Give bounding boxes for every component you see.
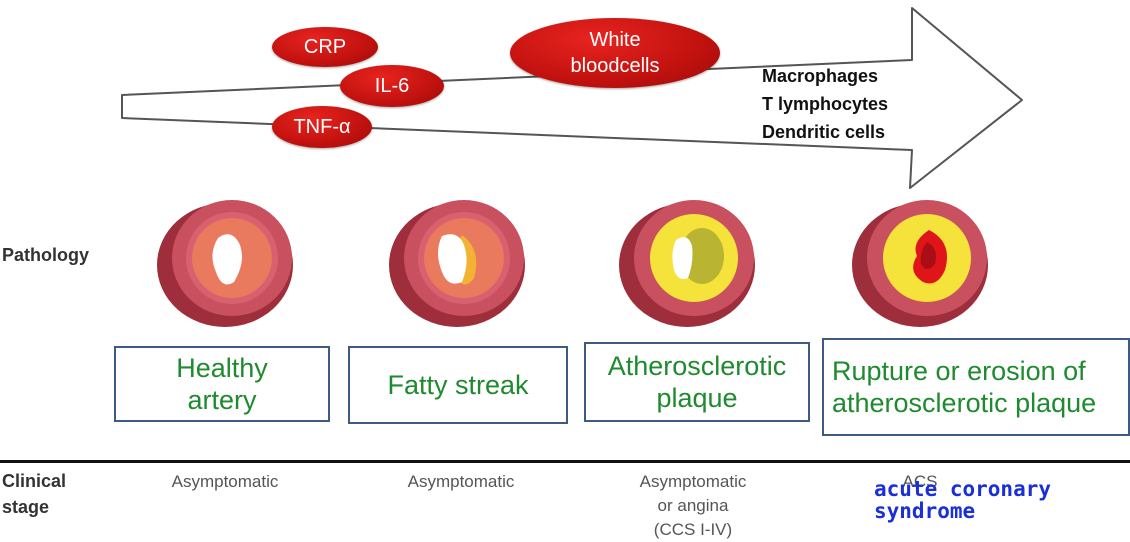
stage-box-healthy-artery: Healthy artery <box>114 346 330 422</box>
stage-box-atherosclerotic-plaque: Atherosclerotic plaque <box>584 342 810 422</box>
stage-title-line1: Atherosclerotic <box>607 351 787 381</box>
pathology-label: Pathology <box>2 245 90 265</box>
stage-box-fatty-streak: Fatty streak <box>348 346 568 424</box>
clinical-text-line1: ACS <box>902 472 938 491</box>
stage-title-line2: atherosclerotic plaque <box>832 388 1097 418</box>
crp-label: CRP <box>303 36 347 58</box>
stage-title-line1: Rupture or erosion of <box>832 356 1086 386</box>
handwritten-annotation: acute coronary syndrome <box>874 478 1051 522</box>
cell-dendritic: Dendritic cells <box>762 122 886 142</box>
clinical-text-line1: Asymptomatic <box>171 472 279 491</box>
handwritten-line2: syndrome <box>874 499 976 523</box>
white-bloodcells-oval: White bloodcells <box>510 18 720 88</box>
clinical-stage-healthy: Asymptomatic <box>150 470 300 494</box>
clinical-text-line2: or angina <box>657 496 729 515</box>
clinical-stage-acs: ACS <box>880 470 960 494</box>
clinical-stage-label: Clinical stage <box>2 468 66 520</box>
il6-oval: IL-6 <box>340 65 444 107</box>
divider-line <box>0 460 1130 463</box>
tnf-label: TNF-α <box>293 116 351 138</box>
cell-t-lymphocytes: T lymphocytes <box>762 94 889 114</box>
handwritten-line1: acute coronary <box>874 477 1052 501</box>
artery-healthy-image <box>157 200 293 327</box>
progression-arrow <box>121 7 1023 189</box>
stage-title-line2: artery <box>187 385 257 415</box>
tnf-oval: TNF-α <box>272 106 372 148</box>
artery-atherosclerotic-image <box>619 200 755 327</box>
clinical-label-line2: stage <box>2 497 50 517</box>
stage-title-line2: plaque <box>656 383 738 413</box>
il6-label: IL-6 <box>374 75 410 97</box>
stage-title-line1: Healthy <box>176 353 268 383</box>
clinical-text-line3: (CCS I-IV) <box>653 520 733 539</box>
crp-oval: CRP <box>272 27 378 67</box>
stage-title-line1: Fatty streak <box>387 370 529 400</box>
cell-macrophages: Macrophages <box>762 66 879 86</box>
clinical-stage-fatty: Asymptomatic <box>386 470 536 494</box>
white-bloodcells-label: White bloodcells <box>570 29 660 77</box>
clinical-stage-atherosclerotic: Asymptomatic or angina (CCS I-IV) <box>618 470 768 542</box>
clinical-text-line1: Asymptomatic <box>407 472 515 491</box>
artery-rupture-image <box>852 200 988 327</box>
immune-cells-list: Macrophages T lymphocytes Dendritic cell… <box>762 62 888 146</box>
artery-fatty-streak-image <box>389 200 525 327</box>
stage-box-rupture: Rupture or erosion of atherosclerotic pl… <box>822 338 1130 436</box>
clinical-text-line1: Asymptomatic <box>639 472 747 491</box>
clinical-label-line1: Clinical <box>2 471 67 491</box>
